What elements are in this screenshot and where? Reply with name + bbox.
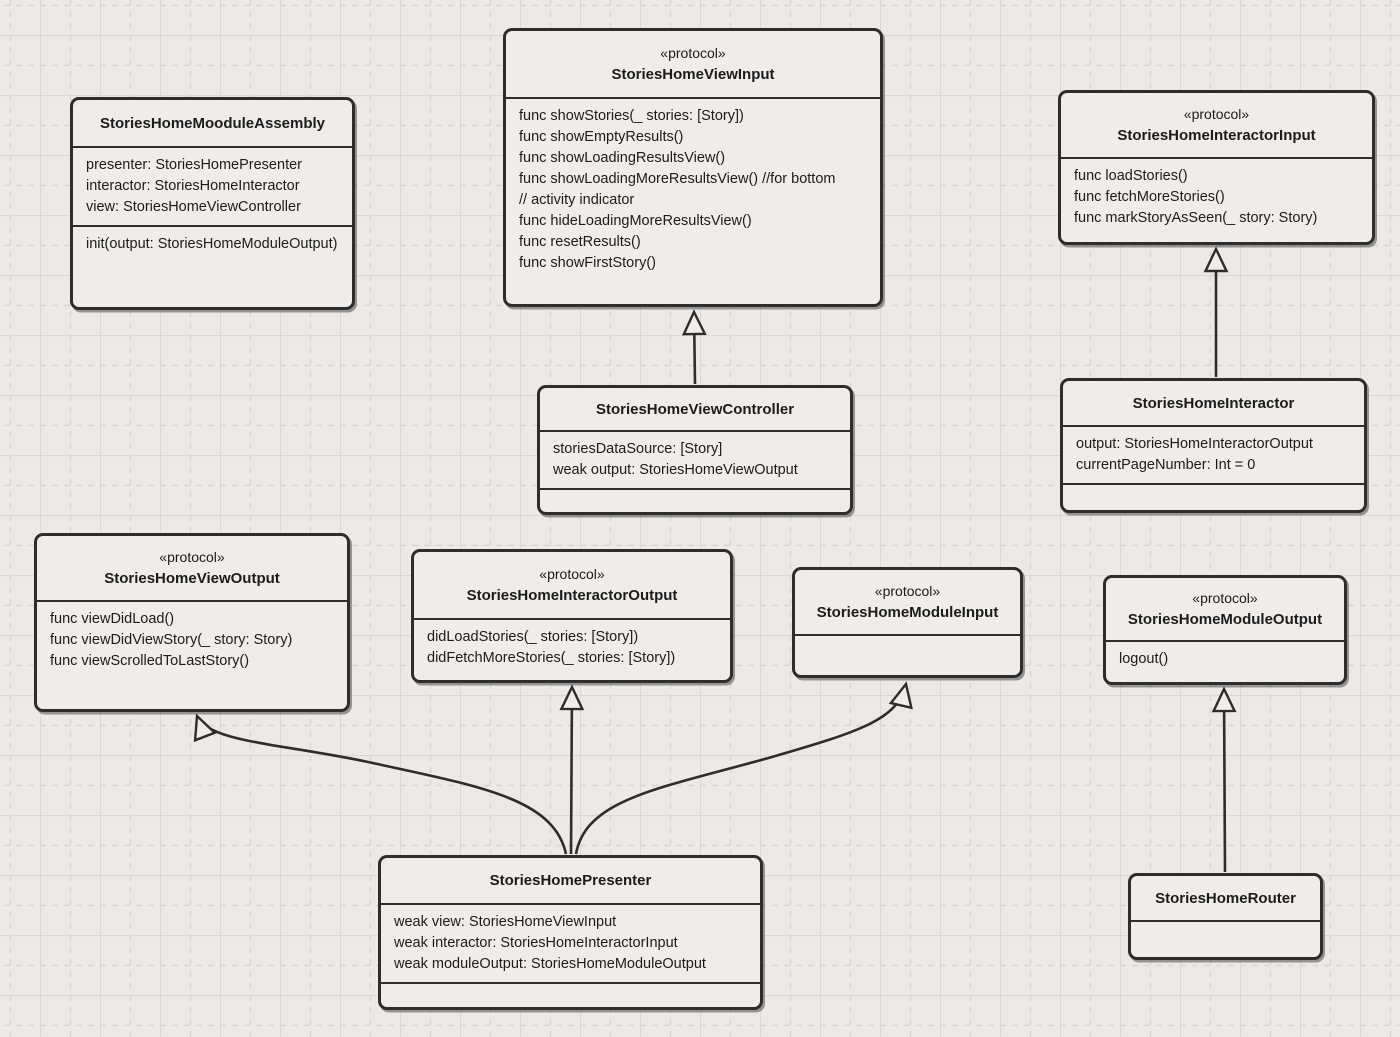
attribute-line: presenter: StoriesHomePresenter: [86, 157, 302, 173]
class-title: StoriesHomePresenter: [489, 872, 652, 889]
method-line: didLoadStories(_ stories: [Story]): [427, 629, 639, 645]
class-title: StoriesHomeInteractorInput: [1117, 127, 1316, 144]
class-title: StoriesHomeInteractorOutput: [466, 587, 678, 604]
methods-section-empty: [795, 634, 1020, 675]
attribute-line: weak output: StoriesHomeViewOutput: [553, 462, 798, 478]
method-line: func showLoadingMoreResultsView() //for …: [519, 171, 836, 187]
methods-section-empty: [381, 982, 760, 1007]
realization-arrow-router-to-moduleoutput[interactable]: [1211, 686, 1237, 873]
class-title: StoriesHomeViewInput: [611, 66, 775, 83]
class-box-stories-home-presenter[interactable]: StoriesHomePresenter weak view: StoriesH…: [378, 855, 763, 1010]
methods-section: logout(): [1106, 640, 1344, 682]
attribute-line: currentPageNumber: Int = 0: [1076, 457, 1256, 473]
protocol-box-stories-home-interactor-input[interactable]: «protocol» StoriesHomeInteractorInput fu…: [1058, 90, 1375, 245]
class-header: StoriesHomeInteractor: [1063, 381, 1364, 425]
class-title: StoriesHomeMooduleAssembly: [99, 114, 326, 132]
attributes-section: output: StoriesHomeInteractorOutput curr…: [1063, 425, 1364, 483]
body-section-empty: [1131, 920, 1320, 957]
method-line: func viewDidViewStory(_ story: Story): [50, 632, 293, 648]
class-header: «protocol» StoriesHomeViewInput: [506, 31, 880, 97]
attribute-line: storiesDataSource: [Story]: [553, 441, 723, 457]
methods-section-empty: [1063, 483, 1364, 510]
realization-arrow-viewcontroller-to-viewinput[interactable]: [681, 309, 707, 385]
class-title: StoriesHomeRouter: [1155, 889, 1296, 907]
method-line: func showStories(_ stories: [Story]): [519, 108, 744, 124]
attributes-section: presenter: StoriesHomePresenter interact…: [73, 146, 352, 225]
class-title: StoriesHomeModuleOutput: [1127, 611, 1323, 628]
class-box-stories-home-router[interactable]: StoriesHomeRouter: [1128, 873, 1323, 960]
methods-section: func showStories(_ stories: [Story]) fun…: [506, 97, 880, 304]
attribute-line: interactor: StoriesHomeInteractor: [86, 178, 300, 194]
class-header: «protocol» StoriesHomeInteractorInput: [1061, 93, 1372, 157]
class-box-stories-home-view-controller[interactable]: StoriesHomeViewController storiesDataSou…: [537, 385, 853, 515]
method-line: // activity indicator: [519, 192, 635, 208]
class-title: StoriesHomeModuleInput: [816, 604, 999, 621]
attribute-line: view: StoriesHomeViewController: [86, 199, 301, 215]
methods-section: func viewDidLoad() func viewDidViewStory…: [37, 600, 347, 709]
method-line: func fetchMoreStories(): [1074, 189, 1225, 205]
method-line: func hideLoadingMoreResultsView(): [519, 213, 752, 229]
attribute-line: weak view: StoriesHomeViewInput: [394, 914, 617, 930]
methods-section-empty: [540, 488, 850, 512]
method-line: init(output: StoriesHomeModuleOutput): [86, 236, 338, 252]
class-header: «protocol» StoriesHomeViewOutput: [37, 536, 347, 600]
stereotype-label: «protocol»: [874, 583, 941, 599]
method-line: func viewDidLoad(): [50, 611, 175, 627]
class-title: StoriesHomeViewOutput: [104, 570, 280, 587]
stereotype-label: «protocol»: [1192, 590, 1258, 606]
class-header: «protocol» StoriesHomeModuleOutput: [1106, 578, 1344, 640]
class-header: «protocol» StoriesHomeInteractorOutput: [414, 552, 730, 618]
class-box-stories-home-interactor[interactable]: StoriesHomeInteractor output: StoriesHom…: [1060, 378, 1367, 513]
protocol-box-stories-home-view-output[interactable]: «protocol» StoriesHomeViewOutput func vi…: [34, 533, 350, 712]
protocol-box-stories-home-module-output[interactable]: «protocol» StoriesHomeModuleOutput logou…: [1103, 575, 1347, 685]
method-line: func viewScrolledToLastStory(): [50, 653, 250, 669]
attributes-section: weak view: StoriesHomeViewInput weak int…: [381, 903, 760, 982]
class-title: StoriesHomeViewController: [595, 400, 795, 418]
methods-section: didLoadStories(_ stories: [Story]) didFe…: [414, 618, 730, 680]
protocol-box-stories-home-view-input[interactable]: «protocol» StoriesHomeViewInput func sho…: [503, 28, 883, 307]
attribute-line: weak interactor: StoriesHomeInteractorIn…: [394, 935, 678, 951]
stereotype-label: «protocol»: [660, 45, 726, 61]
stereotype-label: «protocol»: [1183, 106, 1250, 122]
stereotype-label: «protocol»: [539, 566, 605, 582]
class-header: «protocol» StoriesHomeModuleInput: [795, 570, 1020, 634]
method-line: func loadStories(): [1074, 168, 1188, 184]
method-line: func markStoryAsSeen(_ story: Story): [1074, 210, 1318, 226]
realization-arrow-presenter-to-moduleinput[interactable]: [574, 681, 913, 855]
method-line: logout(): [1119, 651, 1169, 667]
method-line: func resetResults(): [519, 234, 641, 250]
attribute-line: weak moduleOutput: StoriesHomeModuleOutp…: [394, 956, 706, 972]
class-box-stories-home-moodule-assembly[interactable]: StoriesHomeMooduleAssembly presenter: St…: [70, 97, 355, 310]
class-header: StoriesHomeRouter: [1131, 876, 1320, 920]
method-line: func showFirstStory(): [519, 255, 656, 271]
protocol-box-stories-home-interactor-output[interactable]: «protocol» StoriesHomeInteractorOutput d…: [411, 549, 733, 683]
attribute-line: output: StoriesHomeInteractorOutput: [1076, 436, 1313, 452]
realization-arrow-presenter-to-viewoutput[interactable]: [193, 713, 568, 855]
stereotype-label: «protocol»: [159, 549, 225, 565]
method-line: func showEmptyResults(): [519, 129, 684, 145]
attributes-section: storiesDataSource: [Story] weak output: …: [540, 430, 850, 488]
method-line: func showLoadingResultsView(): [519, 150, 726, 166]
realization-arrow-presenter-to-interactoroutput[interactable]: [559, 684, 585, 855]
class-header: StoriesHomePresenter: [381, 858, 760, 903]
methods-section: init(output: StoriesHomeModuleOutput): [73, 225, 352, 307]
method-line: didFetchMoreStories(_ stories: [Story]): [427, 650, 676, 666]
methods-section: func loadStories() func fetchMoreStories…: [1061, 157, 1372, 242]
class-title: StoriesHomeInteractor: [1132, 394, 1295, 412]
protocol-box-stories-home-module-input[interactable]: «protocol» StoriesHomeModuleInput: [792, 567, 1023, 678]
class-header: StoriesHomeViewController: [540, 388, 850, 430]
class-header: StoriesHomeMooduleAssembly: [73, 100, 352, 146]
